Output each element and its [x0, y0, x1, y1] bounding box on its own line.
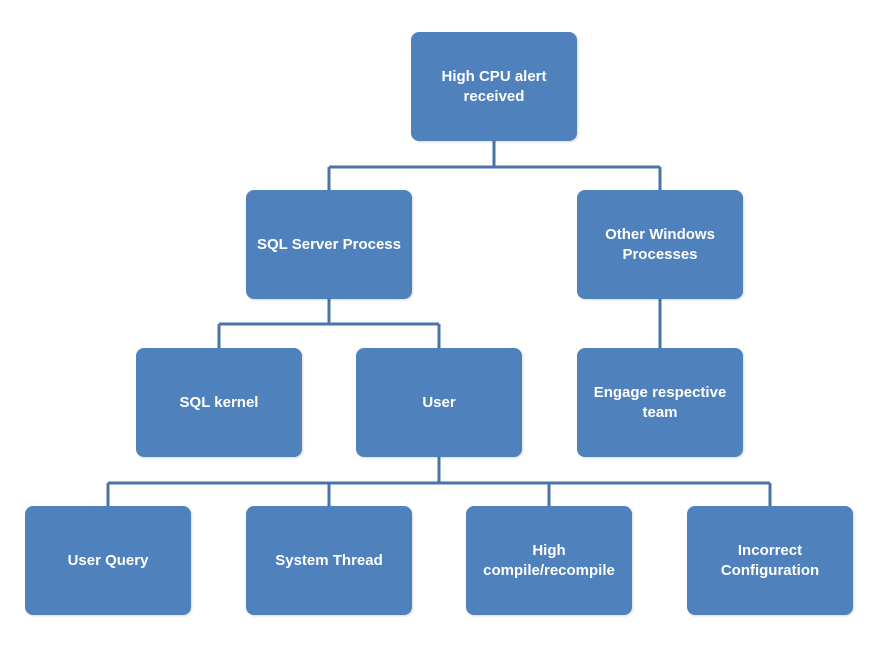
- node-label: Incorrect Configuration: [720, 541, 820, 579]
- node-sql-server-process: SQL Server Process: [246, 190, 412, 299]
- connector-sql-server: [217, 299, 441, 348]
- node-label: User: [422, 393, 456, 411]
- connector-user: [106, 457, 772, 506]
- node-user: User: [356, 348, 522, 457]
- node-label: System Thread: [275, 551, 383, 569]
- node-label: User Query: [67, 551, 149, 569]
- connector-root: [327, 141, 662, 190]
- node-other-windows-processes: Other Windows Processes: [577, 190, 743, 299]
- node-label: Other Windows Processes: [605, 225, 715, 263]
- node-system-thread: System Thread: [246, 506, 412, 615]
- node-high-compile-recompile: High compile/recompile: [466, 506, 632, 615]
- node-label: Engage respective team: [593, 383, 727, 421]
- node-engage-respective-team: Engage respective team: [577, 348, 743, 457]
- node-label: SQL Server Process: [257, 235, 401, 253]
- node-label: SQL kernel: [179, 393, 259, 411]
- node-sql-kernel: SQL kernel: [136, 348, 302, 457]
- node-user-query: User Query: [25, 506, 191, 615]
- node-high-cpu-alert: High CPU alert received: [411, 32, 577, 141]
- node-label: High compile/recompile: [483, 541, 615, 579]
- node-label: High CPU alert received: [441, 67, 547, 105]
- node-incorrect-configuration: Incorrect Configuration: [687, 506, 853, 615]
